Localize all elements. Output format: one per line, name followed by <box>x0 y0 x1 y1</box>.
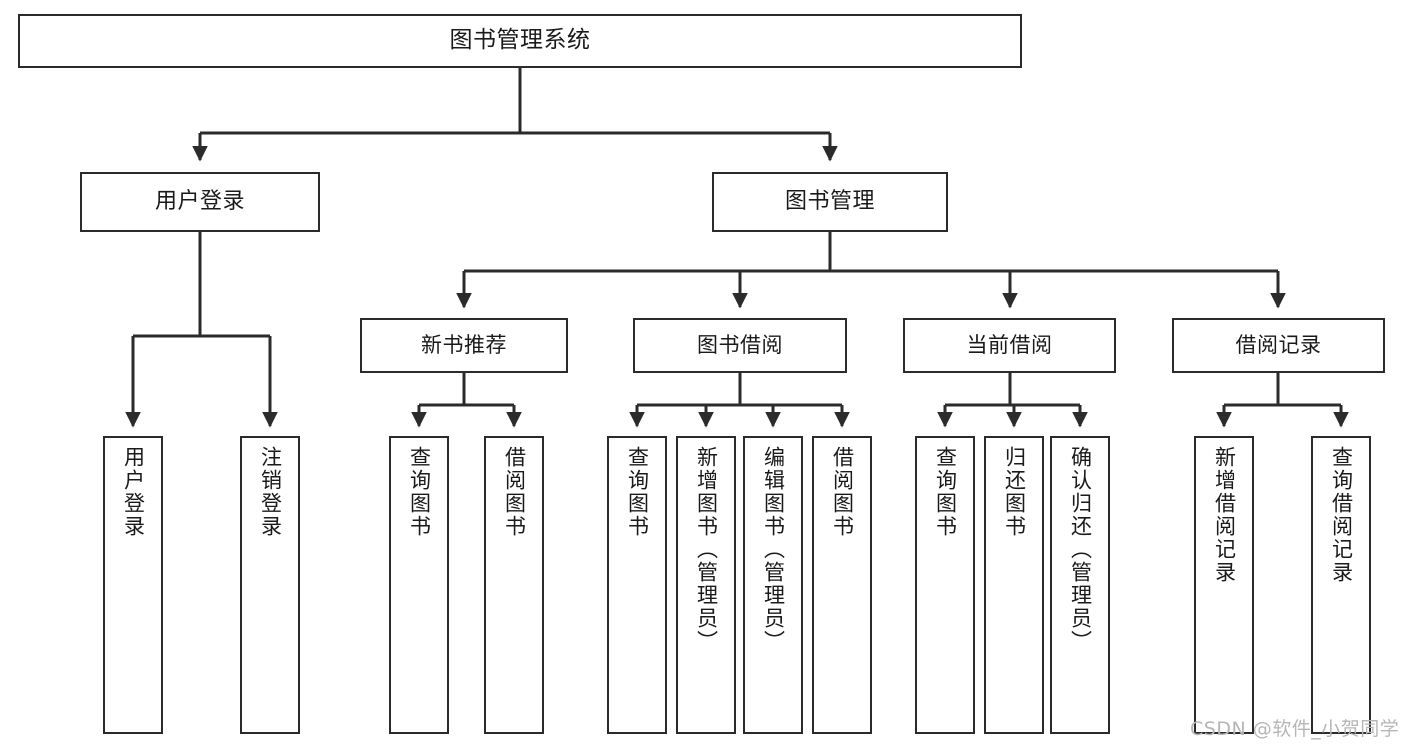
node-leaf-confirm-return[interactable]: 确认归还（管理员） <box>1050 436 1110 734</box>
node-borrow-record-label: 借阅记录 <box>1235 333 1322 358</box>
node-leaf-query-record-label: 查询借阅记录 <box>1329 446 1354 584</box>
node-leaf-borrow-book-2-label: 借阅图书 <box>830 446 855 538</box>
node-leaf-query-book-2[interactable]: 查询图书 <box>607 436 667 734</box>
node-leaf-add-record-label: 新增借阅记录 <box>1212 446 1237 584</box>
node-leaf-return-book-label: 归还图书 <box>1002 446 1027 538</box>
node-leaf-borrow-book-2[interactable]: 借阅图书 <box>812 436 872 734</box>
node-current-borrow[interactable]: 当前借阅 <box>903 318 1116 373</box>
node-leaf-borrow-book-1-label: 借阅图书 <box>502 446 527 538</box>
node-leaf-query-book-3[interactable]: 查询图书 <box>915 436 975 734</box>
node-new-book-recommend-label: 新书推荐 <box>421 333 507 358</box>
node-root[interactable]: 图书管理系统 <box>18 14 1022 68</box>
node-leaf-query-record[interactable]: 查询借阅记录 <box>1311 436 1371 734</box>
node-leaf-query-book-1-label: 查询图书 <box>407 446 432 538</box>
node-new-book-recommend[interactable]: 新书推荐 <box>360 318 568 373</box>
csdn-watermark: CSDN @软件_小贺同学 <box>1190 718 1400 740</box>
node-root-label: 图书管理系统 <box>449 27 591 54</box>
node-leaf-user-login-label: 用户登录 <box>121 446 146 538</box>
node-leaf-edit-book-label: 编辑图书（管理员） <box>761 446 786 653</box>
node-book-management[interactable]: 图书管理 <box>712 172 948 232</box>
node-leaf-query-book-2-label: 查询图书 <box>625 446 650 538</box>
node-leaf-logout[interactable]: 注销登录 <box>240 436 300 734</box>
node-leaf-confirm-return-label: 确认归还（管理员） <box>1068 446 1093 653</box>
node-user-login[interactable]: 用户登录 <box>80 172 320 232</box>
node-leaf-return-book[interactable]: 归还图书 <box>984 436 1044 734</box>
node-borrow-record[interactable]: 借阅记录 <box>1172 318 1385 373</box>
node-book-management-label: 图书管理 <box>784 189 875 215</box>
node-leaf-add-record[interactable]: 新增借阅记录 <box>1194 436 1254 734</box>
node-book-borrow-label: 图书借阅 <box>697 333 783 358</box>
node-leaf-add-book[interactable]: 新增图书（管理员） <box>676 436 736 734</box>
node-leaf-logout-label: 注销登录 <box>258 446 283 538</box>
node-leaf-user-login[interactable]: 用户登录 <box>103 436 163 734</box>
node-current-borrow-label: 当前借阅 <box>966 333 1053 358</box>
node-leaf-borrow-book-1[interactable]: 借阅图书 <box>484 436 544 734</box>
node-user-login-label: 用户登录 <box>154 189 245 215</box>
node-leaf-edit-book[interactable]: 编辑图书（管理员） <box>743 436 803 734</box>
node-book-borrow[interactable]: 图书借阅 <box>633 318 847 373</box>
node-leaf-query-book-1[interactable]: 查询图书 <box>389 436 449 734</box>
node-leaf-query-book-3-label: 查询图书 <box>933 446 958 538</box>
node-leaf-add-book-label: 新增图书（管理员） <box>694 446 719 653</box>
